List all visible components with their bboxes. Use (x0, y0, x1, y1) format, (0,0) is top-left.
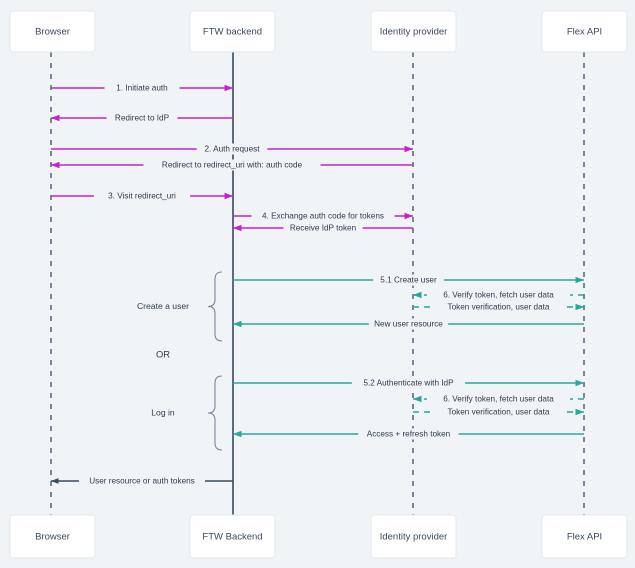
message-label-backdrop (93, 190, 191, 202)
participant-box[interactable] (370, 10, 457, 53)
message-label: User resource or auth tokens (89, 477, 195, 486)
participant-box[interactable] (189, 514, 276, 559)
message-label-backdrop (104, 82, 180, 94)
participant-box[interactable] (370, 514, 457, 559)
message-m13: 6. Verify token, fetch user data (413, 393, 584, 405)
message-label-backdrop (427, 289, 570, 301)
message-m15: Access + refresh token (233, 428, 584, 440)
group-create-a-user: Create a user (137, 271, 223, 342)
message-m6: 4. Exchange auth code for tokens (233, 210, 413, 222)
message-label: Token verification, user data (448, 303, 550, 312)
message-label: 1. Initiate auth (116, 84, 168, 93)
group-log-in: Log in (151, 375, 223, 451)
group-label: Create a user (137, 301, 189, 311)
message-label-backdrop (433, 406, 564, 418)
top-participant-boxes: Browser FTW backend Identity provider Flex … (9, 10, 628, 53)
participant-label: Browser (35, 27, 70, 38)
message-label-backdrop (143, 159, 321, 171)
message-m9: 6. Verify token, fetch user data (413, 289, 584, 301)
participant-label: Flex API (567, 27, 602, 38)
participant-box[interactable] (9, 514, 96, 559)
message-label: Redirect to redirect_uri with: auth code (162, 161, 303, 170)
message-label: Token verification, user data (448, 408, 550, 417)
message-m11: New user resource (233, 318, 584, 330)
message-m3: 2. Auth request (51, 143, 413, 155)
group-label: Log in (151, 407, 175, 417)
participant-box[interactable] (541, 10, 628, 53)
message-label: Redirect to IdP (115, 114, 170, 123)
message-label: 6. Verify token, fetch user data (443, 395, 554, 404)
message-label-backdrop (79, 475, 205, 487)
message-m16: User resource or auth tokens (51, 475, 233, 487)
participant-box[interactable] (9, 10, 96, 53)
message-m1: 1. Initiate auth (51, 82, 233, 94)
participant-top-ftw-backend[interactable]: FTW backend (189, 10, 276, 53)
participant-label: FTW Backend (202, 532, 262, 543)
participant-top-browser[interactable]: Browser (9, 10, 96, 53)
message-label-backdrop (433, 301, 564, 313)
message-m2: Redirect to IdP (51, 112, 233, 124)
message-label-backdrop (427, 393, 570, 405)
participant-label: Flex API (567, 532, 602, 543)
message-m5: 3. Visit redirect_uri (51, 190, 233, 202)
message-label: 4. Exchange auth code for tokens (262, 212, 384, 221)
message-m12: 5.2 Authenticate with IdP (233, 377, 584, 389)
participant-top-identity-provider[interactable]: Identity provider (370, 10, 457, 53)
or-separator-label: OR (156, 348, 170, 359)
participant-bottom-flex-api[interactable]: Flex API (541, 514, 628, 559)
message-label-backdrop (106, 112, 178, 124)
message-label-backdrop (196, 143, 268, 155)
message-label-backdrop (283, 222, 363, 234)
message-m8: 5.1 Create user (233, 274, 584, 286)
message-label-backdrop (351, 377, 466, 389)
group-brace (207, 375, 223, 451)
bottom-participant-boxes: Browser FTW Backend Identity provider Flex … (9, 514, 628, 559)
message-label: 3. Visit redirect_uri (108, 192, 176, 201)
participant-bottom-ftw-backend[interactable]: FTW Backend (189, 514, 276, 559)
message-label: 6. Verify token, fetch user data (443, 291, 554, 300)
participant-box[interactable] (189, 10, 276, 53)
message-label: Access + refresh token (367, 430, 451, 439)
message-label: 5.1 Create user (380, 276, 437, 285)
message-label: Receive IdP token (290, 224, 357, 233)
message-m7: Receive IdP token (233, 222, 413, 234)
message-label: 5.2 Authenticate with IdP (363, 379, 454, 388)
message-label-backdrop (368, 318, 449, 330)
participant-label: FTW backend (203, 27, 262, 38)
message-label-backdrop (373, 274, 444, 286)
participant-top-flex-api[interactable]: Flex API (541, 10, 628, 53)
participant-label: Browser (35, 532, 70, 543)
message-m10: Token verification, user data (413, 301, 584, 313)
message-m14: Token verification, user data (413, 406, 584, 418)
message-label-backdrop (358, 428, 459, 440)
message-label: 2. Auth request (204, 145, 260, 154)
message-label: New user resource (374, 320, 443, 329)
message-label-backdrop (251, 210, 395, 222)
participant-box[interactable] (541, 514, 628, 559)
participant-label: Identity provider (380, 532, 448, 543)
message-m4: Redirect to redirect_uri with: auth code (51, 159, 413, 171)
participant-bottom-identity-provider[interactable]: Identity provider (370, 514, 457, 559)
participant-label: Identity provider (380, 27, 448, 38)
group-brace (207, 271, 223, 342)
participant-bottom-browser[interactable]: Browser (9, 514, 96, 559)
